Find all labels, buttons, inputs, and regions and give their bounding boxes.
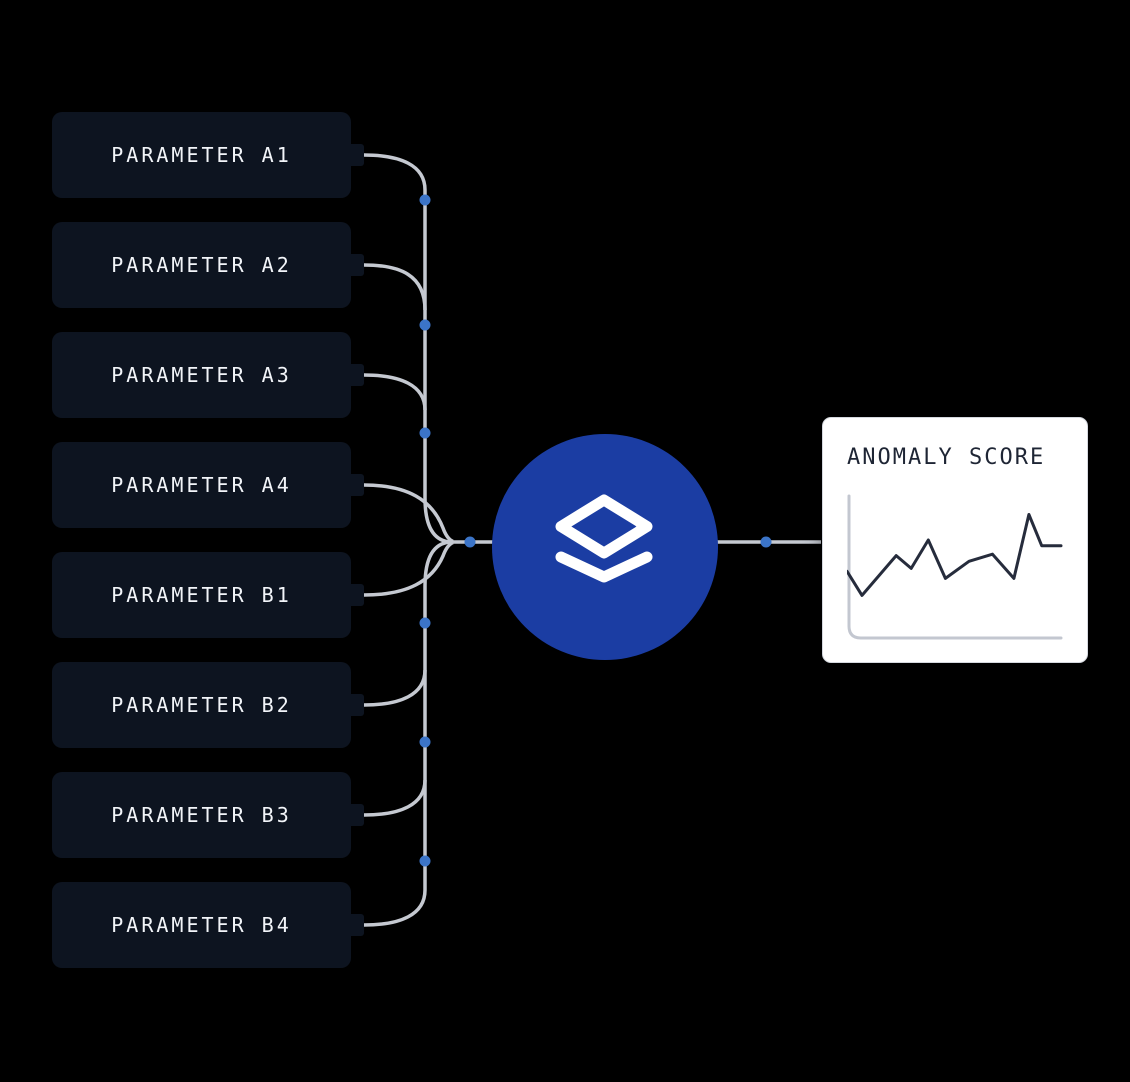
connector-b1	[363, 540, 454, 597]
connector-stub	[351, 914, 364, 936]
junction-dot	[419, 736, 431, 748]
parameter-label: PARAMETER A4	[111, 473, 292, 497]
parameter-label: PARAMETER B1	[111, 583, 292, 607]
connector-b3	[363, 779, 427, 817]
connector-stub	[351, 804, 364, 826]
trunk-bottom	[423, 540, 451, 890]
junction-dot	[464, 536, 476, 548]
connector-a4	[363, 483, 454, 544]
connector-stub	[351, 474, 364, 496]
parameter-box-b3: PARAMETER B3	[52, 772, 364, 858]
anomaly-chart	[847, 494, 1063, 640]
parameter-label: PARAMETER A1	[111, 143, 292, 167]
parameter-label: PARAMETER A3	[111, 363, 292, 387]
trunk-top	[423, 190, 451, 544]
parameter-box-a3: PARAMETER A3	[52, 332, 364, 418]
hub-node	[492, 434, 718, 660]
junction-dot	[419, 319, 431, 331]
connector-a3	[363, 373, 427, 411]
connector-b4	[363, 889, 427, 927]
connector-stub	[351, 364, 364, 386]
layers-icon	[555, 494, 653, 583]
junction-dot	[419, 194, 431, 206]
anomaly-score-card: ANOMALY SCORE	[822, 417, 1088, 663]
parameter-label: PARAMETER B2	[111, 693, 292, 717]
connector-stub	[351, 254, 364, 276]
parameter-label: PARAMETER B3	[111, 803, 292, 827]
parameter-label: PARAMETER A2	[111, 253, 292, 277]
parameter-box-b1: PARAMETER B1	[52, 552, 364, 638]
connector-a2	[363, 263, 427, 311]
parameter-box-b4: PARAMETER B4	[52, 882, 364, 968]
connector-b2	[363, 669, 427, 707]
junction-dot	[419, 617, 431, 629]
card-title: ANOMALY SCORE	[847, 445, 1046, 470]
chart-axis	[847, 494, 1063, 640]
parameter-label: PARAMETER B4	[111, 913, 292, 937]
anomaly-chart-line	[847, 513, 1063, 597]
parameter-box-a1: PARAMETER A1	[52, 112, 364, 198]
connector-stub	[351, 694, 364, 716]
junction-dot	[419, 855, 431, 867]
connector-stub	[351, 584, 364, 606]
connector-stub	[351, 144, 364, 166]
junction-dot	[760, 536, 772, 548]
junction-dot	[419, 427, 431, 439]
connector-a1	[363, 153, 427, 191]
parameter-box-a2: PARAMETER A2	[52, 222, 364, 308]
parameter-box-b2: PARAMETER B2	[52, 662, 364, 748]
parameter-box-a4: PARAMETER A4	[52, 442, 364, 528]
